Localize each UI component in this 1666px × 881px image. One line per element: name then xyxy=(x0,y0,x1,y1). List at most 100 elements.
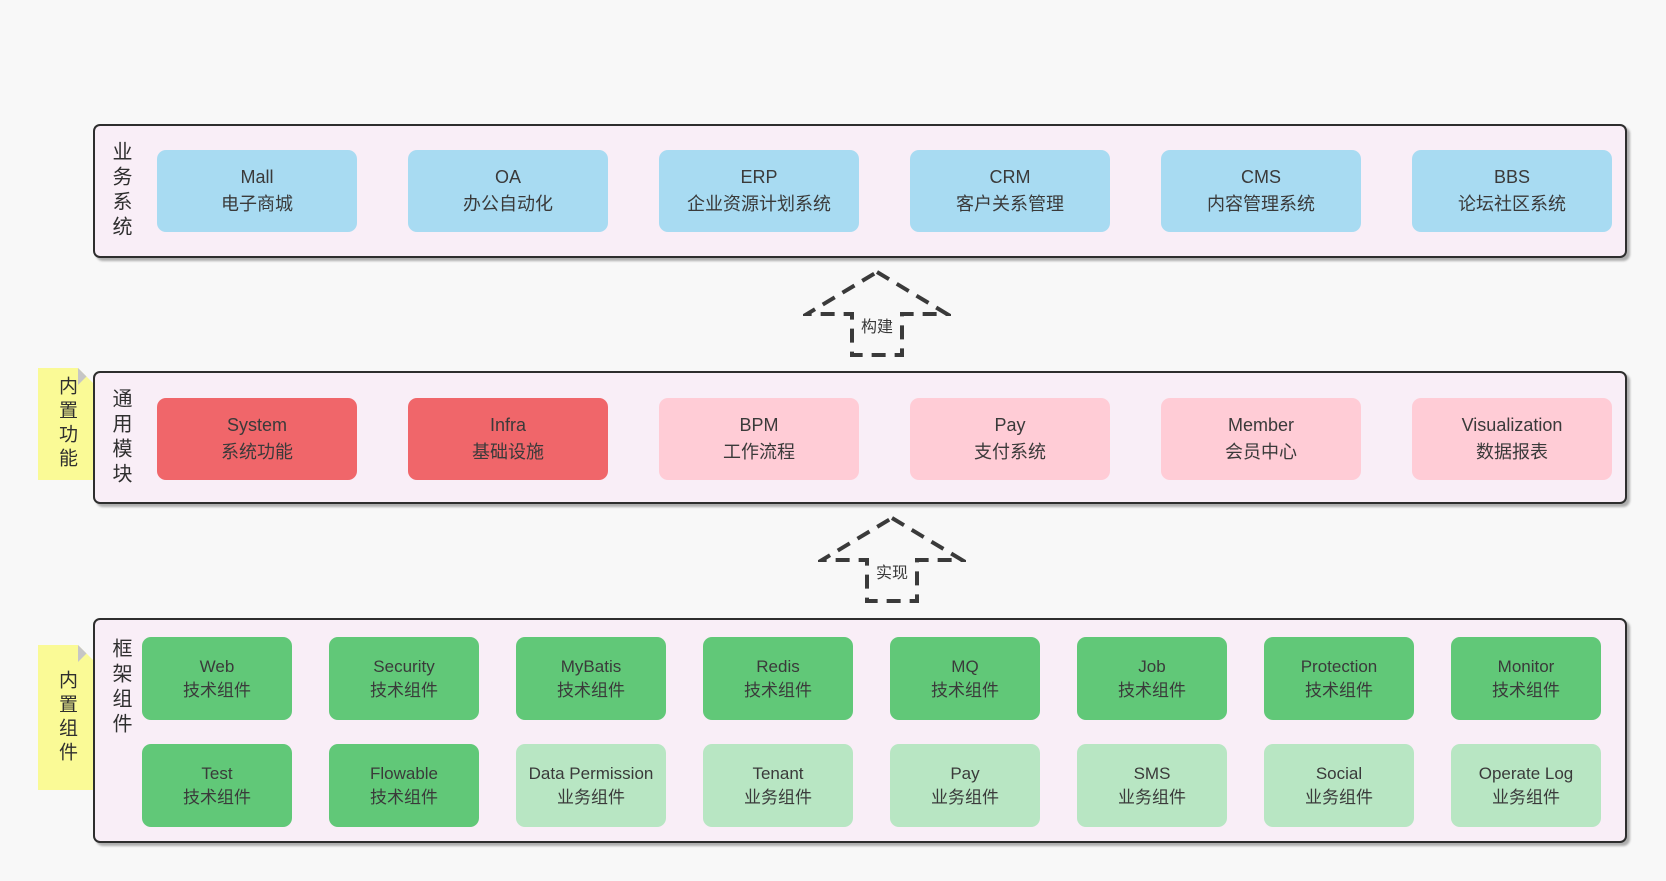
box-subtitle: 会员中心 xyxy=(1225,442,1297,462)
arrow-label: 实现 xyxy=(872,558,912,584)
box-subtitle: 办公自动化 xyxy=(463,194,553,214)
business-systems-section: 业务系统 Mall 电子商城 OA 办公自动化 ERP 企业资源计划系统 CRM… xyxy=(93,124,1627,258)
box-subtitle: 技术组件 xyxy=(183,680,251,700)
dashed-up-arrow-icon xyxy=(818,515,966,603)
box-security: Security 技术组件 xyxy=(329,637,479,720)
box-crm: CRM 客户关系管理 xyxy=(910,150,1110,232)
build-arrow: 构建 xyxy=(803,268,951,358)
box-title: Social xyxy=(1315,764,1363,784)
box-title: Redis xyxy=(756,657,800,677)
box-subtitle: 业务组件 xyxy=(1305,787,1373,807)
box-title: Web xyxy=(199,657,235,677)
box-title: Pay xyxy=(950,764,980,784)
section-label: 框架组件 xyxy=(109,638,131,738)
box-visualization: Visualization 数据报表 xyxy=(1412,398,1612,480)
components-box-row-1: Web 技术组件 Security 技术组件 MyBatis 技术组件 Redi… xyxy=(142,637,1601,720)
box-subtitle: 电子商城 xyxy=(221,194,293,214)
box-mq: MQ 技术组件 xyxy=(890,637,1040,720)
box-subtitle: 企业资源计划系统 xyxy=(687,194,831,214)
box-sms: SMS 业务组件 xyxy=(1077,744,1227,827)
note-label: 内置功能 xyxy=(56,376,77,472)
box-job: Job 技术组件 xyxy=(1077,637,1227,720)
box-social: Social 业务组件 xyxy=(1264,744,1414,827)
box-title: MQ xyxy=(951,657,979,677)
box-subtitle: 客户关系管理 xyxy=(956,194,1064,214)
box-subtitle: 工作流程 xyxy=(723,442,795,462)
dashed-up-arrow-icon xyxy=(803,269,951,357)
box-title: BPM xyxy=(739,415,779,435)
box-subtitle: 数据报表 xyxy=(1476,442,1548,462)
box-mall: Mall 电子商城 xyxy=(157,150,357,232)
box-tenant: Tenant 业务组件 xyxy=(703,744,853,827)
box-monitor: Monitor 技术组件 xyxy=(1451,637,1601,720)
box-title: OA xyxy=(494,167,521,187)
box-title: Mall xyxy=(240,167,274,187)
box-title: Test xyxy=(201,764,233,784)
box-subtitle: 内容管理系统 xyxy=(1207,194,1315,214)
box-title: Member xyxy=(1227,415,1294,435)
arrow-label: 构建 xyxy=(857,312,897,338)
box-test: Test 技术组件 xyxy=(142,744,292,827)
box-subtitle: 系统功能 xyxy=(221,442,293,462)
builtin-features-note: 内置功能 xyxy=(38,368,95,480)
box-subtitle: 业务组件 xyxy=(1118,787,1186,807)
box-flowable: Flowable 技术组件 xyxy=(329,744,479,827)
box-system: System 系统功能 xyxy=(157,398,357,480)
box-subtitle: 支付系统 xyxy=(974,442,1046,462)
box-title: Security xyxy=(373,657,435,677)
section-label: 业务系统 xyxy=(109,141,131,241)
box-operate-log: Operate Log 业务组件 xyxy=(1451,744,1601,827)
box-redis: Redis 技术组件 xyxy=(703,637,853,720)
box-title: SMS xyxy=(1133,764,1171,784)
box-subtitle: 论坛社区系统 xyxy=(1458,194,1566,214)
box-subtitle: 技术组件 xyxy=(370,787,438,807)
box-bpm: BPM 工作流程 xyxy=(659,398,859,480)
common-modules-section: 通用模块 System 系统功能 Infra 基础设施 BPM 工作流程 Pay… xyxy=(93,371,1627,504)
box-data-permission: Data Permission 业务组件 xyxy=(516,744,666,827)
box-title: Pay xyxy=(994,415,1026,435)
box-title: MyBatis xyxy=(560,657,622,677)
box-title: Job xyxy=(1138,657,1166,677)
box-cms: CMS 内容管理系统 xyxy=(1161,150,1361,232)
components-box-row-2: Test 技术组件 Flowable 技术组件 Data Permission … xyxy=(142,744,1601,827)
box-mybatis: MyBatis 技术组件 xyxy=(516,637,666,720)
box-pay-component: Pay 业务组件 xyxy=(890,744,1040,827)
box-subtitle: 业务组件 xyxy=(557,787,625,807)
box-title: Protection xyxy=(1300,657,1378,677)
box-subtitle: 技术组件 xyxy=(557,680,625,700)
box-oa: OA 办公自动化 xyxy=(408,150,608,232)
box-title: CRM xyxy=(989,167,1031,187)
box-subtitle: 基础设施 xyxy=(472,442,544,462)
box-bbs: BBS 论坛社区系统 xyxy=(1412,150,1612,232)
framework-components-section: 框架组件 Web 技术组件 Security 技术组件 MyBatis 技术组件… xyxy=(93,618,1627,843)
box-subtitle: 业务组件 xyxy=(744,787,812,807)
box-title: Tenant xyxy=(752,764,804,784)
box-web: Web 技术组件 xyxy=(142,637,292,720)
box-subtitle: 技术组件 xyxy=(1118,680,1186,700)
box-infra: Infra 基础设施 xyxy=(408,398,608,480)
box-subtitle: 技术组件 xyxy=(931,680,999,700)
modules-box-row: System 系统功能 Infra 基础设施 BPM 工作流程 Pay 支付系统… xyxy=(157,398,1612,480)
business-box-row: Mall 电子商城 OA 办公自动化 ERP 企业资源计划系统 CRM 客户关系… xyxy=(157,150,1612,232)
box-title: Flowable xyxy=(369,764,439,784)
box-title: Data Permission xyxy=(528,764,654,784)
box-subtitle: 技术组件 xyxy=(370,680,438,700)
box-subtitle: 技术组件 xyxy=(183,787,251,807)
box-subtitle: 技术组件 xyxy=(1492,680,1560,700)
box-member: Member 会员中心 xyxy=(1161,398,1361,480)
box-title: BBS xyxy=(1493,167,1531,187)
note-label: 内置组件 xyxy=(56,669,77,766)
section-label: 通用模块 xyxy=(109,387,131,488)
implement-arrow: 实现 xyxy=(818,514,966,604)
box-subtitle: 技术组件 xyxy=(744,680,812,700)
box-title: System xyxy=(226,415,287,435)
box-title: Infra xyxy=(489,415,527,435)
box-subtitle: 业务组件 xyxy=(931,787,999,807)
box-title: CMS xyxy=(1241,167,1281,187)
box-title: ERP xyxy=(740,167,778,187)
box-protection: Protection 技术组件 xyxy=(1264,637,1414,720)
box-subtitle: 业务组件 xyxy=(1492,787,1560,807)
box-pay-module: Pay 支付系统 xyxy=(910,398,1110,480)
box-title: Visualization xyxy=(1461,415,1563,435)
box-subtitle: 技术组件 xyxy=(1305,680,1373,700)
